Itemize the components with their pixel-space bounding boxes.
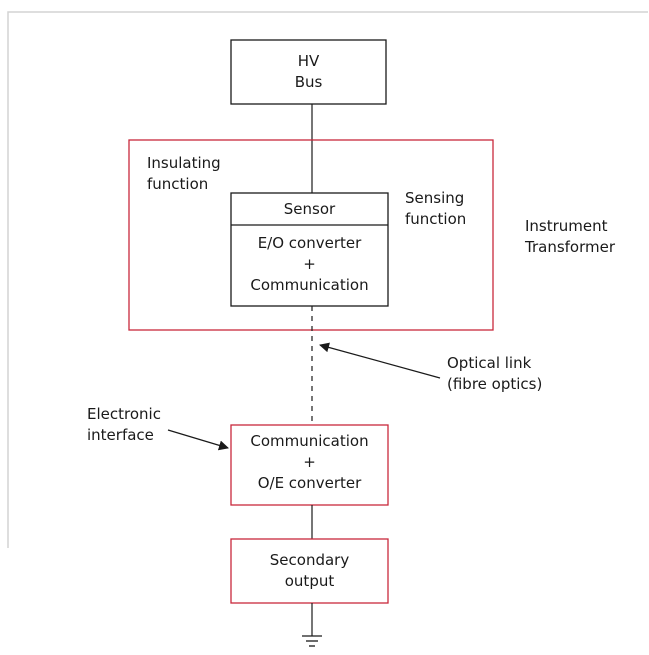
- oe-line2: +: [303, 453, 316, 471]
- secondary-output-label: Secondary output: [231, 550, 388, 592]
- secondary-line2: output: [284, 572, 335, 590]
- hv-bus-line2: Bus: [294, 73, 323, 91]
- eo-line2: +: [303, 255, 316, 273]
- secondary-line1: Secondary: [269, 551, 350, 569]
- sensing-line2: function: [405, 210, 467, 228]
- optical-link-line2: (fibre optics): [447, 375, 543, 393]
- instrument-transformer-line2: Transformer: [525, 238, 616, 256]
- oe-line3: O/E converter: [257, 474, 362, 492]
- sensing-line1: Sensing: [405, 189, 465, 207]
- insulating-line2: function: [147, 175, 209, 193]
- oe-converter-box: [230, 424, 389, 506]
- insulating-line1: Insulating: [147, 154, 221, 172]
- sensing-function-label: Sensing function: [405, 188, 466, 230]
- hv-bus-box: [230, 39, 387, 105]
- optical-link-label: Optical link (fibre optics): [447, 353, 542, 395]
- instrument-transformer-label: Instrument Transformer: [525, 216, 615, 258]
- sensor-label: Sensor: [283, 200, 336, 218]
- oe-block-label: Communication + O/E converter: [231, 431, 388, 494]
- insulating-function-label: Insulating function: [147, 153, 221, 195]
- optical-link-line1: Optical link: [447, 354, 532, 372]
- hv-bus-line1: HV: [297, 52, 320, 70]
- eo-line1: E/O converter: [257, 234, 362, 252]
- oe-line1: Communication: [250, 432, 369, 450]
- secondary-output-box: [230, 538, 389, 604]
- electronic-interface-line1: Electronic: [87, 405, 161, 423]
- ground-symbol-icon: [302, 635, 322, 647]
- electronic-interface-arrow: [167, 429, 229, 451]
- electronic-interface-line2: interface: [87, 426, 154, 444]
- frame-border: [7, 11, 648, 548]
- hv-bus-label: HV Bus: [231, 51, 386, 93]
- electronic-interface-label: Electronic interface: [87, 404, 161, 446]
- eo-block-label: E/O converter + Communication: [231, 233, 388, 296]
- optical-link-arrow: [319, 342, 441, 379]
- eo-line3: Communication: [250, 276, 369, 294]
- instrument-transformer-line1: Instrument: [525, 217, 608, 235]
- instrument-transformer-frame: [128, 139, 494, 331]
- sensor-eo-box: [230, 192, 389, 307]
